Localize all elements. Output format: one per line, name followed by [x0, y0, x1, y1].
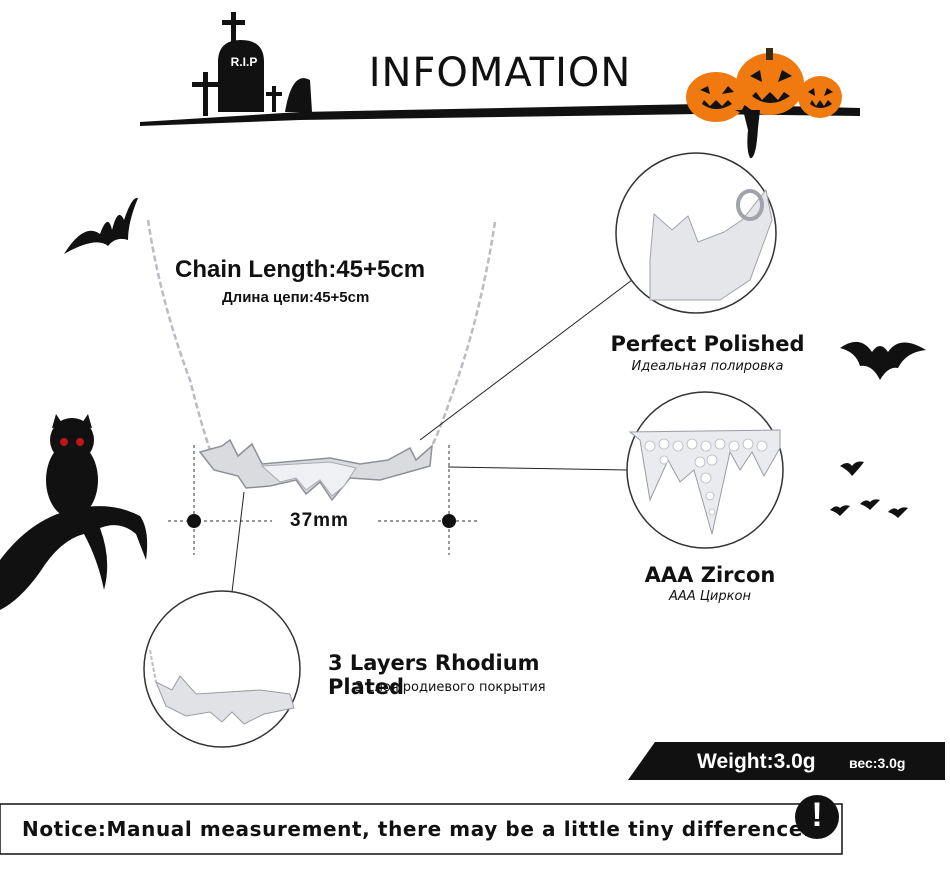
pumpkin-icon [686, 72, 746, 122]
exclamation-icon: ! [811, 796, 823, 834]
bat-icon [840, 341, 926, 380]
feature-polished-en: Perfect Polished [610, 332, 805, 356]
necklace-pendant [198, 438, 433, 502]
small-cross-icon [266, 86, 282, 112]
magnifier-zircon [626, 391, 784, 549]
feature-rhodium-ru: 3 слоя родиевого покрытия [355, 680, 546, 695]
feature-zircon-ru: AAA Циркон [669, 589, 751, 604]
measure-dot-left [187, 514, 201, 528]
pumpkin-icon [736, 48, 804, 115]
weight-label-en: Weight:3.0g [697, 750, 816, 773]
tombstone-icon [218, 12, 264, 112]
page-title: INFOMATION [368, 50, 632, 96]
notice-icon [795, 795, 839, 839]
bat-icon [64, 197, 138, 254]
notice-text: Notice:Manual measurement, there may be … [22, 817, 812, 841]
bat-icon [888, 507, 908, 518]
header-ground [140, 104, 860, 126]
pendant-width-label: 37mm [290, 510, 349, 531]
weight-banner [628, 742, 945, 780]
owl-icon [46, 414, 98, 518]
cross-icon [192, 72, 219, 116]
leader-lines [231, 279, 633, 593]
measure-dot-right [442, 514, 456, 528]
bat-icon [860, 499, 880, 510]
feature-rhodium-en: 3 Layers Rhodium Plated [328, 651, 540, 699]
feature-zircon-en: AAA Zircon [644, 563, 776, 587]
notice-bar [0, 803, 843, 855]
feature-polished-ru: Идеальная полировка [631, 359, 784, 374]
weight-label-ru: вес:3.0g [849, 755, 906, 771]
tombstone-text: R.I.P [230, 55, 258, 69]
bat-icon [830, 505, 850, 516]
magnifier-rhodium [143, 590, 301, 748]
tree-branch [0, 506, 148, 610]
pumpkin-icon [798, 76, 842, 118]
magnifier-polished [615, 152, 777, 314]
necklace-chain [146, 219, 497, 451]
bat-icon [840, 461, 864, 476]
slime-drip [735, 110, 760, 159]
chain-length-ru: Длина цепи:45+5cm [222, 289, 370, 306]
grave-mound [285, 78, 312, 112]
chain-length-en: Chain Length:45+5cm [175, 256, 426, 283]
measurement-guides [168, 445, 480, 555]
